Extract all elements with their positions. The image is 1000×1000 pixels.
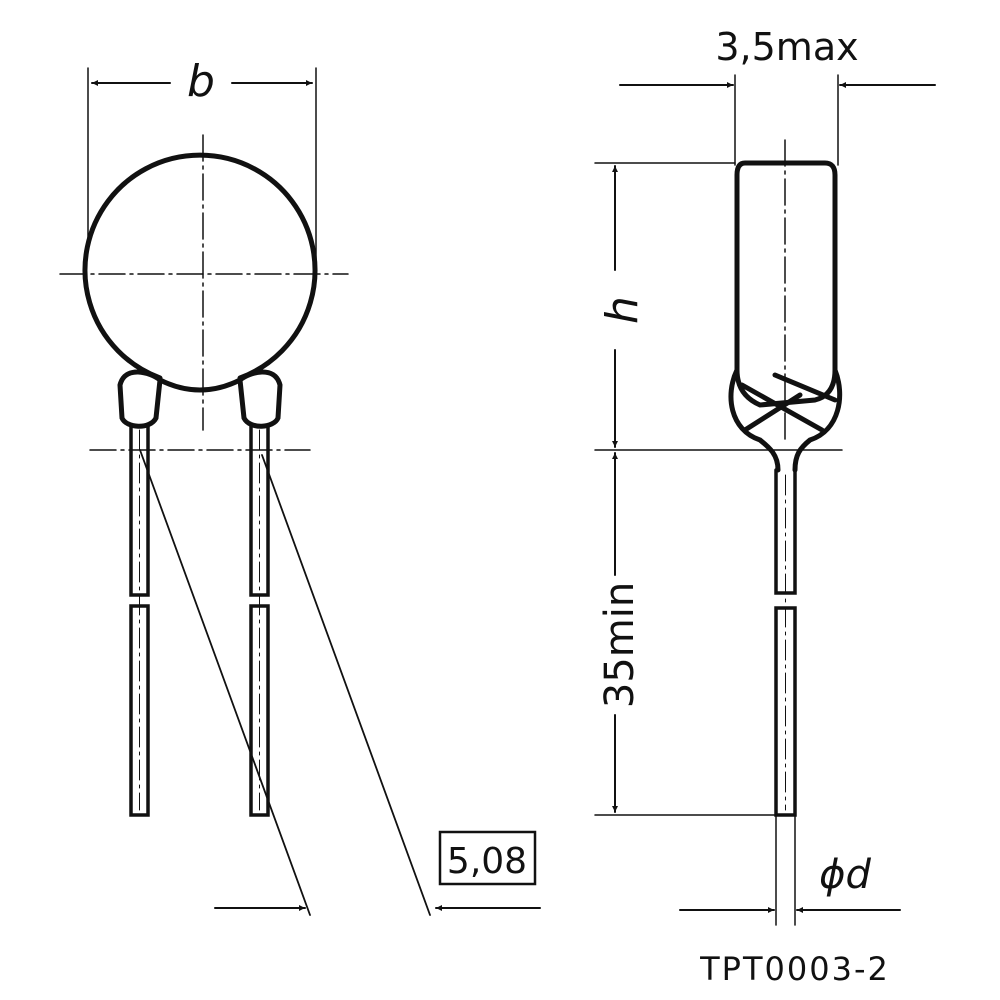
height-label: h — [597, 296, 648, 324]
lead-bend — [728, 367, 843, 473]
right-lead — [249, 423, 270, 817]
front-view — [59, 67, 541, 916]
side-body — [734, 160, 838, 408]
lead-spacing-box — [438, 830, 537, 886]
leader-line — [261, 454, 431, 916]
side-view — [594, 74, 936, 926]
left-lead — [129, 423, 150, 817]
width-label: b — [187, 56, 215, 107]
lead-spacing-label: 5,08 — [447, 841, 527, 882]
disc-body — [82, 152, 318, 381]
left-tab — [117, 369, 163, 429]
lead-diameter-label: ϕd — [819, 852, 871, 898]
drawing-id: TPT0003-2 — [699, 950, 890, 988]
leader-line — [139, 449, 311, 916]
right-tab — [237, 369, 283, 429]
side-lead — [774, 468, 797, 817]
thickness-label: 3,5max — [715, 25, 858, 69]
lead-length-label: 35min — [597, 582, 643, 708]
